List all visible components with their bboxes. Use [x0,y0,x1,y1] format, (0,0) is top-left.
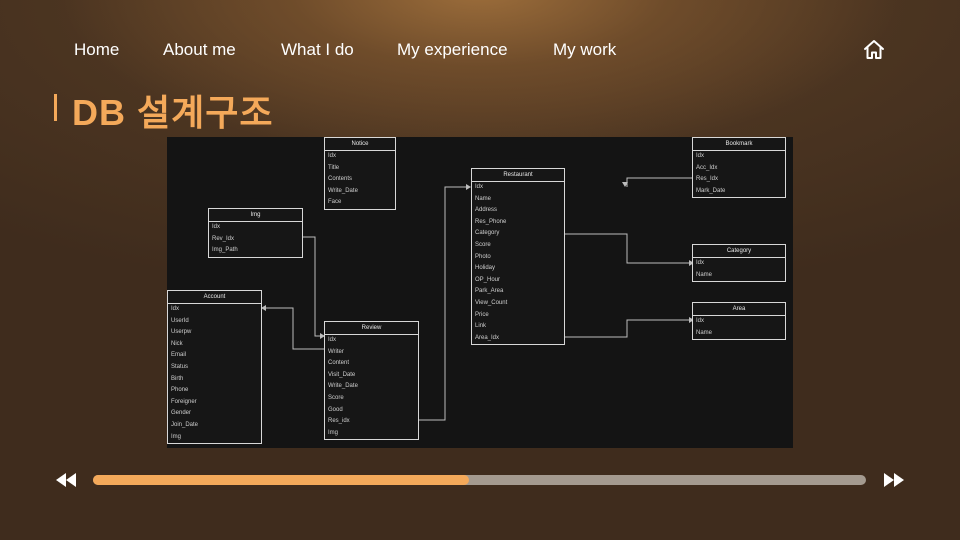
nav-home[interactable]: Home [74,40,120,59]
entity-account: Account Idx UserId Userpw Nick Email Sta… [167,290,262,445]
entity-field: Phone [171,387,189,394]
entity-header: Bookmark [693,138,785,151]
entity-field: Address [475,207,498,214]
arrow-restaurant [466,184,471,190]
entity-field: Idx [171,306,180,312]
entity-field: Status [171,363,189,370]
nav-my-work[interactable]: My work [553,40,617,59]
entity-notice: Notice Idx Title Contents Write_Date Fac… [324,137,396,210]
entity-field: Acc_Idx [696,164,718,171]
entity-field: Idx [475,184,484,190]
entity-field: Area_Idx [475,334,500,341]
relation-restaurant-category [564,233,692,264]
entity-area: Area Idx Name [692,302,786,341]
entity-field: Nick [171,340,183,347]
entity-field: Photo [475,253,491,260]
nav-about-me[interactable]: About me [163,40,236,59]
entity-field: Email [171,352,187,359]
rewind-icon[interactable] [54,471,78,489]
nav-what-i-do[interactable]: What I do [281,40,354,59]
entity-header: Notice [325,138,395,151]
progress-fill [93,475,469,485]
entity-field: Good [328,406,343,413]
entity-field: Img [171,433,182,440]
entity-field: Content [328,360,350,367]
nav-my-experience[interactable]: My experience [397,40,508,59]
entity-field: Price [475,311,489,318]
entity-header: Restaurant [472,169,564,182]
entity-field: Link [475,323,487,330]
entity-field: Gender [171,410,192,417]
title-accent-bar [54,94,57,121]
entity-field: Res_idx [328,418,350,425]
entity-field: Rev_Idx [212,235,235,242]
relation-restaurant-bookmark [626,177,692,187]
entity-field: Score [328,394,344,401]
relation-restaurant-area [564,319,692,338]
relation-review-account [262,307,325,350]
entity-field: Birth [171,375,184,382]
entity-field: UserId [171,317,189,324]
page-title: DB 설계구조 [72,92,274,133]
entity-field: Idx [328,153,337,159]
slide-player [0,468,960,492]
entity-field: Writer [328,348,344,355]
entity-category: Category Idx Name [692,244,786,283]
entity-field: Title [328,164,340,171]
entity-field: Name [696,271,713,278]
entity-field: Visit_Date [328,371,356,378]
entity-bookmark: Bookmark Idx Acc_Idx Res_Idx Mark_Date [692,137,786,199]
fast-forward-icon[interactable] [882,471,906,489]
entity-header: Review [325,322,418,335]
entity-field: Idx [696,153,705,159]
entity-header: Area [693,303,785,316]
entity-field: Res_Phone [475,218,507,225]
home-icon[interactable] [862,38,886,62]
entity-field: Holiday [475,265,496,272]
entity-header: Account [168,291,261,304]
relation-review-restaurant [418,186,469,421]
entity-field: Write_Date [328,187,358,194]
entity-img: Img Idx Rev_Idx Img_Path [208,208,303,258]
entity-field: Idx [212,224,221,230]
entity-field: Name [475,195,492,202]
relation-img-review [301,236,322,337]
erd-diagram: Notice Idx Title Contents Write_Date Fac… [167,137,793,448]
top-nav: Home About me What I do My experience My… [0,40,960,62]
arrow-area [689,317,694,323]
entity-field: Join_Date [171,421,199,428]
entity-field: Idx [328,337,337,343]
entity-header: Img [209,209,302,222]
relation-lines [261,177,694,421]
arrow-category [689,260,694,266]
entity-field: Mark_Date [696,187,726,194]
entity-field: Userpw [171,329,192,336]
entity-field: Res_Idx [696,176,719,183]
entity-field: Contents [328,176,353,183]
entity-field: View_Count [475,299,508,306]
entity-field: Category [475,230,500,237]
arrow-account [261,305,266,311]
arrow-review [320,333,325,339]
entity-review: Review Idx Writer Content Visit_Date Wri… [324,321,419,441]
entity-field: Img [328,429,339,436]
entity-field: Face [328,199,342,206]
entity-field: Write_Date [328,383,358,390]
entity-field: Img_Path [212,247,238,254]
entity-field: Idx [696,318,705,324]
entity-header: Category [693,245,785,258]
entity-field: OP_Hour [475,276,501,283]
entity-field: Score [475,241,491,248]
arrow-bookmark [622,182,628,187]
entity-field: Foreigner [171,398,197,405]
entity-field: Idx [696,260,705,266]
entity-restaurant: Restaurant Idx Name Address Res_Phone Ca… [471,168,565,346]
entity-field: Park_Area [475,288,504,295]
entity-field: Name [696,329,713,336]
progress-track[interactable] [93,475,866,485]
